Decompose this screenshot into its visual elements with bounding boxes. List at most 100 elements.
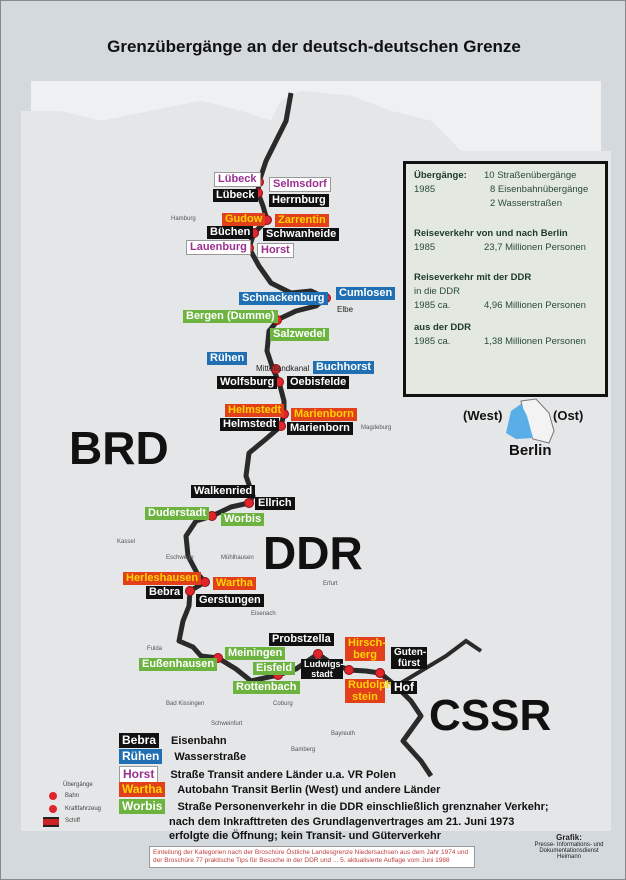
year: 1985 xyxy=(414,242,436,253)
credit-text: Presse- Informations- und Dokumentations… xyxy=(534,842,604,860)
crossing-label: Gudow xyxy=(222,213,266,226)
berlin-heading: Reiseverkehr von und nach Berlin xyxy=(414,228,568,239)
crossing-label: Zarrentin xyxy=(275,214,329,227)
legend-text: nach dem Inkrafttreten des Grundlagenver… xyxy=(169,816,515,828)
ddr-heading: Reiseverkehr mit der DDR xyxy=(414,272,532,283)
symbol-label: Kraftfahrzeug xyxy=(65,806,102,812)
ship-crossing-icon xyxy=(43,817,59,827)
crossing-label: Rühen xyxy=(207,352,248,365)
crossing-label: Horst xyxy=(257,243,294,258)
crossings-item: 10 Straßenübergänge xyxy=(484,170,577,181)
berlin-west-shape xyxy=(506,404,533,439)
crossing-label: Helmstedt xyxy=(220,418,280,431)
berlin-value: 23,7 Millionen Personen xyxy=(484,242,586,253)
legend-sample: Rühen xyxy=(119,749,163,764)
town-label: Bayreuth xyxy=(331,731,356,737)
crossing-label: Walkenried xyxy=(191,485,256,498)
rail-crossing-icon xyxy=(49,792,57,800)
crossing-label: Rudolph-stein xyxy=(345,679,396,703)
sea xyxy=(31,81,601,151)
crossing-label: Wartha xyxy=(213,577,256,590)
year: 1985 ca. xyxy=(414,300,451,311)
crossing-label: Bebra xyxy=(146,586,184,599)
legend-text: Wasserstraße xyxy=(174,750,247,763)
crossing-label: Schwanheide xyxy=(263,228,340,241)
legend-sample: Bebra xyxy=(119,733,160,748)
canal-label: Mittellandkanal xyxy=(256,364,310,373)
berlin-west-label: (West) xyxy=(463,408,503,423)
source-note: Einteilung der Kategorien nach der Brosc… xyxy=(149,846,475,868)
legend-text: Straße Personenverkehr in die DDR einsch… xyxy=(177,800,549,813)
legend-sample: Worbis xyxy=(119,799,166,814)
in-label: in die DDR xyxy=(414,286,460,297)
aus-label: aus der DDR xyxy=(414,322,472,333)
region-cssr: CSSR xyxy=(429,691,552,740)
crossing-label: Salzwedel xyxy=(270,328,329,341)
crossing-label: Probstzella xyxy=(269,633,334,646)
town-label: Mühlhausen xyxy=(221,555,254,561)
crossing-label: Meiningen xyxy=(225,647,286,660)
town-label: Eisenach xyxy=(251,611,276,617)
town-label: Coburg xyxy=(273,701,293,707)
crossing-label: Helmstedt xyxy=(225,404,285,417)
town-label: Eschwege xyxy=(166,555,194,561)
town-label: Magdeburg xyxy=(361,425,392,431)
road-crossing-icon xyxy=(49,805,57,813)
aus-value: 1,38 Millionen Personen xyxy=(484,336,586,347)
legend-sample: Horst xyxy=(119,766,159,783)
river-label: Elbe xyxy=(337,305,354,314)
year: 1985 ca. xyxy=(414,336,451,347)
region-brd: BRD xyxy=(69,422,169,474)
town-label: Hamburg xyxy=(171,216,196,222)
credit-title: Grafik: xyxy=(556,833,582,842)
crossing-label: Lübeck xyxy=(213,189,258,202)
legend-text: Autobahn Transit Berlin (West) und ander… xyxy=(177,783,441,796)
cssr-border xyxy=(394,638,483,688)
crossing-label: Eußenhausen xyxy=(139,658,218,671)
crossing-label: Ellrich xyxy=(255,497,295,510)
symbols-title: Übergänge xyxy=(63,782,93,788)
crossings-item: 8 Eisenbahnübergänge xyxy=(490,184,589,195)
town-label: Erfurt xyxy=(323,581,338,587)
town-label: Bad Kissingen xyxy=(166,701,205,707)
symbol-label: Schiff xyxy=(65,818,80,824)
in-value: 4,96 Millionen Personen xyxy=(484,300,586,311)
crossing-label: Rottenbach xyxy=(233,681,300,694)
crossing-label: Schnackenburg xyxy=(239,292,328,305)
legend-text: Straße Transit andere Länder u.a. VR Pol… xyxy=(170,768,396,781)
symbol-label: Bahn xyxy=(65,793,80,799)
crossing-label: Herleshausen xyxy=(123,572,202,585)
legend-text: Eisenbahn xyxy=(171,734,227,747)
crossing-label: Wolfsburg xyxy=(217,376,278,389)
crossing-label: Gerstungen xyxy=(196,594,264,607)
town-label: Kassel xyxy=(117,539,136,545)
berlin-label: Berlin xyxy=(509,442,552,459)
town-label: Schweinfurt xyxy=(211,721,243,727)
crossing-label: Lauenburg xyxy=(186,240,251,255)
crossing-label: Marienborn xyxy=(287,422,353,435)
legend-text: erfolgte die Öffnung; kein Transit- und … xyxy=(169,830,441,842)
crossing-label: Eisfeld xyxy=(253,662,296,675)
crossing-label: Worbis xyxy=(221,513,265,526)
crossing-label: Oebisfelde xyxy=(287,376,350,389)
crossings-item: 2 Wasserstraßen xyxy=(490,198,562,209)
crossing-label: Lübeck xyxy=(214,172,261,187)
crossing-label: Marienborn xyxy=(291,408,357,421)
statistics-box: Übergänge: 10 Straßenübergänge 1985 8 Eise… xyxy=(403,161,608,397)
crossings-label: Übergänge: xyxy=(414,170,467,181)
region-ddr: DDR xyxy=(263,527,363,579)
crossing-label: Herrnburg xyxy=(269,194,329,207)
crossing-label: Selmsdorf xyxy=(269,177,331,192)
crossing-label: Ludwigs-stadt xyxy=(301,659,344,679)
credit: Grafik:Presse- Informations- und Dokumen… xyxy=(529,833,609,860)
crossing-label: Cumlosen xyxy=(336,287,396,300)
crossing-label: Hof xyxy=(391,681,417,694)
berlin-east-label: (Ost) xyxy=(553,408,584,423)
map-title: Grenzübergänge an der deutsch-deutschen … xyxy=(107,37,521,56)
crossing-label: Duderstadt xyxy=(145,507,210,520)
year: 1985 xyxy=(414,184,436,195)
legend-sample: Wartha xyxy=(119,782,166,797)
crossing-label: Hirsch-berg xyxy=(345,637,386,661)
town-label: Bamberg xyxy=(291,747,316,753)
